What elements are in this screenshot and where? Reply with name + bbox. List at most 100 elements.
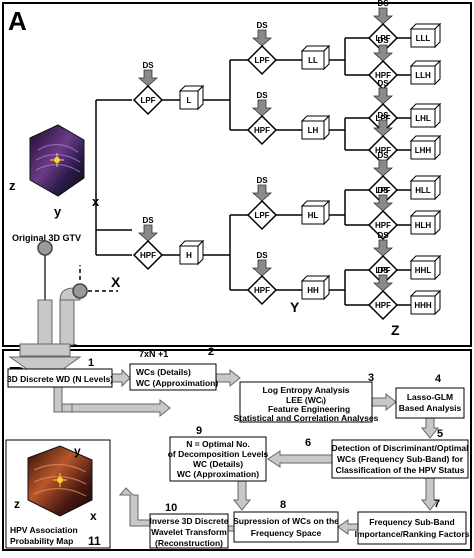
node-hl-cube — [301, 205, 325, 225]
leaf-hhl-text: HHL — [415, 266, 432, 275]
leaf-hhl-cube — [410, 260, 436, 280]
node-ll-cube — [301, 50, 325, 70]
level3-7-ds-arrow — [372, 274, 394, 292]
level3-5-ds-arrow — [372, 194, 394, 212]
node-lh-text: LH — [308, 126, 319, 135]
step5-line2: WCs (Frequency Sub-Band) for — [337, 454, 464, 464]
leaf-llh-cube — [410, 65, 436, 85]
level3-2-ds-arrow — [372, 87, 394, 105]
level3-filter-1-label: HPF — [375, 71, 391, 80]
level2-11-ds-label: DS — [256, 251, 268, 260]
step3-num: 3 — [368, 372, 374, 384]
step4-box — [395, 387, 465, 419]
level3-filter-0-label: LPF — [375, 34, 390, 43]
arrow-9-8 — [232, 480, 252, 511]
level3-4-ds-label: DS — [377, 151, 389, 160]
original-gtv-volume — [29, 124, 85, 197]
step11-line2: Probability Map — [10, 536, 73, 546]
axis-label-x-b: x — [90, 509, 97, 523]
level3-2-ds-label: DS — [377, 79, 389, 88]
leaf-lll-text: LLL — [416, 34, 431, 43]
level1-h-ds-label: DS — [142, 216, 154, 225]
step3-line4: Statistical and Correlation Analyses — [234, 413, 379, 423]
level3-3-ds-label: DS — [377, 111, 389, 120]
level2-10-ds-arrow — [251, 184, 273, 202]
node-h-cube — [179, 245, 199, 265]
step3-line1: Log Entropy Analysis — [262, 385, 349, 395]
level2-00-ds-arrow — [251, 29, 273, 47]
axis-label-z-a: z — [9, 178, 16, 193]
level3-filter-5-label: HPF — [375, 221, 391, 230]
leaf-hhh-cube — [410, 295, 436, 315]
leaf-lhl-cube — [410, 108, 436, 128]
step3-box — [239, 381, 373, 423]
level2-filter-11-label: HPF — [254, 286, 270, 295]
step7-line1: Frequency Sub-Band — [369, 517, 454, 527]
level3-filter-7-label: HPF — [375, 301, 391, 310]
node-lh-cube — [301, 120, 325, 140]
arrow-3-4 — [371, 392, 397, 412]
arrow-1-2 — [111, 368, 131, 388]
level2-01-ds-label: DS — [256, 91, 268, 100]
step8-line1: Supression of WCs on the — [233, 516, 339, 526]
level3-5-ds-label: DS — [377, 186, 389, 195]
level3-1-ds-arrow — [372, 44, 394, 62]
leaf-hlh-text: HLH — [415, 221, 432, 230]
arrow-1-9-join — [61, 403, 73, 413]
level2-11-ds-arrow — [251, 259, 273, 277]
step10-line2: Wavelet Transform — [151, 527, 227, 537]
arrow-4-5 — [420, 417, 440, 439]
leaf-lhh-text: LHH — [415, 146, 432, 155]
step5-num: 5 — [437, 428, 443, 440]
step9-box — [169, 436, 267, 482]
node-ll-text: LL — [308, 56, 318, 65]
step9-num: 9 — [196, 425, 202, 437]
level3-filter-7-diamond — [367, 289, 399, 321]
arrow-2-3 — [215, 368, 241, 388]
step7-box — [357, 511, 467, 545]
node-hl-text: HL — [308, 211, 319, 220]
step8-line2: Frequency Space — [251, 528, 322, 538]
step3-line2: LEE (WCᵢ) — [286, 395, 326, 405]
level3-filter-4-label: LPF — [375, 186, 390, 195]
level3-1-ds-label: DS — [377, 36, 389, 45]
axis-label-y-b: y — [74, 444, 81, 458]
step7-num: 7 — [434, 498, 440, 510]
level3-filter-6-label: LPF — [375, 266, 390, 275]
step10-line1: Inverse 3D Discrete — [150, 516, 229, 526]
step6-num: 6 — [305, 437, 311, 449]
level-label-x: X — [111, 274, 121, 290]
step4-line1: Lasso-GLM — [407, 392, 453, 402]
step5-line1: Detection of Discriminant/Optimal — [332, 443, 469, 453]
node-hh-text: HH — [307, 286, 319, 295]
level2-10-ds-label: DS — [256, 176, 268, 185]
level3-4-ds-arrow — [372, 159, 394, 177]
step2-num: 2 — [208, 346, 214, 358]
axis-label-y-a: y — [54, 204, 62, 219]
arrow-7-8 — [337, 519, 359, 535]
level2-00-ds-label: DS — [256, 21, 268, 30]
arrow-5-7 — [420, 477, 440, 511]
level3-3-ds-arrow — [372, 119, 394, 137]
level3-7-ds-label: DS — [377, 266, 389, 275]
leaf-lhh-cube — [410, 140, 436, 160]
level1-filter-h-label: HPF — [140, 251, 156, 260]
step2-line1: WCs (Details) — [136, 367, 191, 377]
level3-0-ds-arrow — [372, 7, 394, 25]
step9-line1: N = Optimal No. — [186, 439, 250, 449]
leaf-lll-cube — [410, 28, 436, 48]
step1-num: 1 — [88, 357, 94, 369]
step9-line3: WC (Details) — [193, 459, 243, 469]
level-label-y: Y — [290, 299, 300, 315]
step8-box — [233, 511, 339, 543]
arrow-10-11 — [118, 487, 151, 527]
panel-a-frame — [2, 2, 472, 347]
level-label-z: Z — [391, 322, 400, 338]
level3-6-ds-arrow — [372, 239, 394, 257]
step5-box — [331, 439, 469, 479]
volume-caption: Original 3D GTV — [12, 233, 81, 243]
level1-h-ds-arrow — [137, 224, 159, 242]
step10-line3: (Reconstruction) — [155, 538, 223, 548]
